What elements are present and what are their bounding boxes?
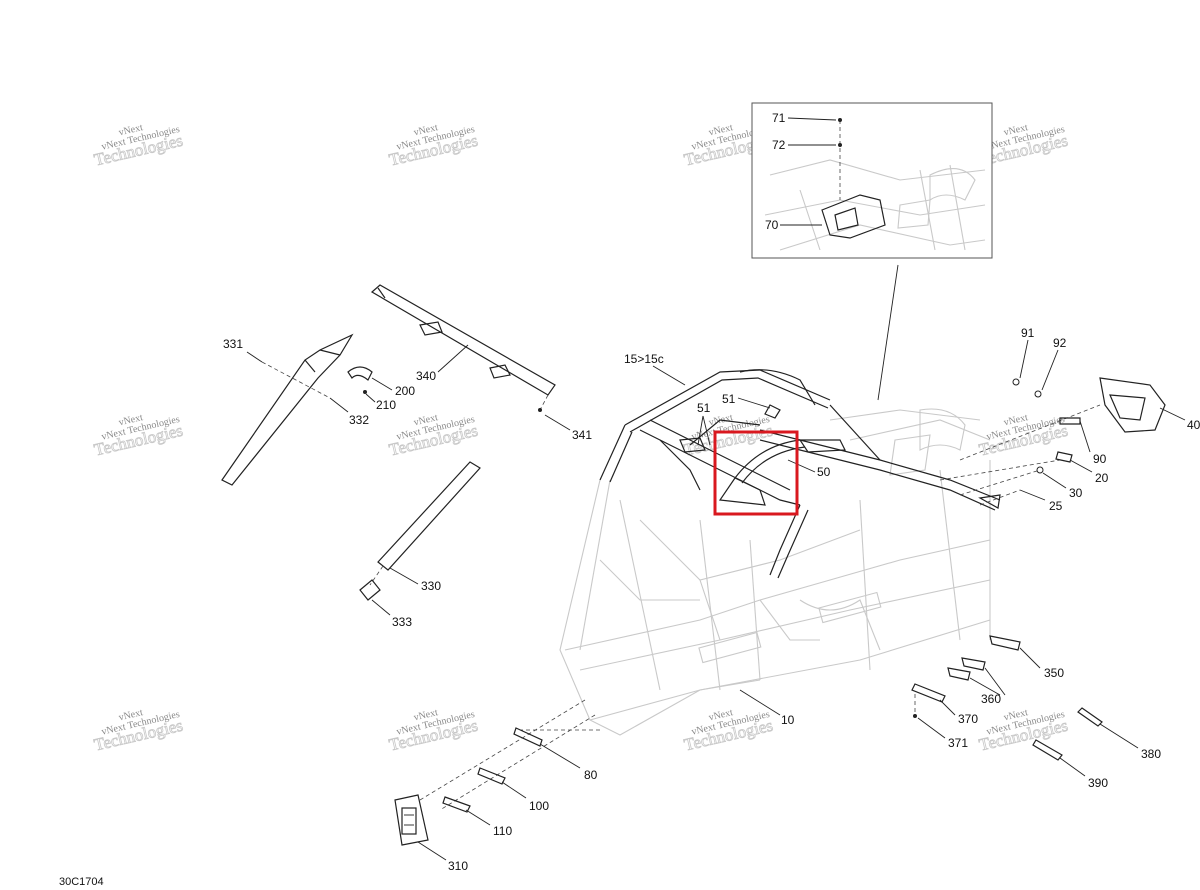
callout-330: 330 bbox=[421, 579, 441, 593]
frame-ghost bbox=[559, 408, 991, 736]
callout-210: 210 bbox=[376, 398, 396, 412]
callout-100: 100 bbox=[529, 799, 549, 813]
watermark: vNext vNext Technologies Technologies bbox=[92, 122, 185, 170]
part-380 bbox=[1077, 707, 1103, 727]
part-360 bbox=[947, 657, 986, 681]
part-370-371 bbox=[911, 683, 946, 718]
watermark: vNext vNext Technologies Technologies bbox=[92, 412, 185, 460]
callout-20: 20 bbox=[1095, 471, 1109, 485]
callout-25: 25 bbox=[1049, 499, 1063, 513]
callout-340: 340 bbox=[416, 369, 436, 383]
watermark: vNext vNext Technologies Technologies bbox=[977, 412, 1070, 460]
svg-text:vNext: vNext bbox=[118, 122, 145, 138]
part-340 bbox=[370, 284, 556, 412]
callout-200: 200 bbox=[395, 384, 415, 398]
callout-51b: 51 bbox=[697, 401, 711, 415]
callout-332: 332 bbox=[349, 413, 369, 427]
callout-341: 341 bbox=[572, 428, 592, 442]
callout-50: 50 bbox=[817, 465, 831, 479]
dashed-links-bottom bbox=[419, 699, 600, 811]
callout-91: 91 bbox=[1021, 326, 1035, 340]
drawing-code: 30C1704 bbox=[59, 876, 104, 888]
callout-80: 80 bbox=[584, 768, 598, 782]
svg-text:vNext: vNext bbox=[708, 122, 735, 138]
callout-30: 30 bbox=[1069, 486, 1083, 500]
part-331-332 bbox=[221, 333, 354, 486]
callout-90: 90 bbox=[1093, 452, 1107, 466]
part-390 bbox=[1032, 739, 1063, 761]
part-330 bbox=[359, 461, 481, 601]
part-110 bbox=[442, 796, 471, 813]
part-80 bbox=[513, 727, 543, 747]
watermark: vNext vNext Technologies Technologies bbox=[92, 707, 185, 755]
callout-70: 70 bbox=[765, 218, 779, 232]
bracket-part bbox=[821, 194, 886, 239]
callout-15: 15>15c bbox=[624, 352, 664, 366]
highlight-box-50 bbox=[713, 430, 799, 516]
svg-text:vNext: vNext bbox=[118, 707, 145, 723]
callout-110: 110 bbox=[493, 824, 512, 838]
svg-text:vNext: vNext bbox=[1003, 122, 1030, 138]
svg-text:vNext: vNext bbox=[413, 412, 440, 428]
svg-text:vNext: vNext bbox=[1003, 412, 1030, 428]
watermark: vNext vNext Technologies Technologies bbox=[387, 707, 480, 755]
callout-40: 40 bbox=[1187, 418, 1200, 432]
part-91-92 bbox=[1012, 339, 1059, 398]
watermark: vNext vNext Technologies Technologies bbox=[387, 122, 480, 170]
callout-371: 371 bbox=[948, 736, 968, 750]
svg-text:vNext: vNext bbox=[118, 412, 145, 428]
callout-390: 390 bbox=[1088, 776, 1108, 790]
watermark: vNext vNext Technologies Technologies bbox=[977, 707, 1070, 755]
svg-text:vNext: vNext bbox=[708, 707, 735, 723]
svg-text:vNext: vNext bbox=[413, 122, 440, 138]
callout-310: 310 bbox=[448, 859, 468, 873]
callout-350: 350 bbox=[1044, 666, 1064, 680]
part-350 bbox=[989, 635, 1021, 651]
callout-331: 331 bbox=[223, 337, 243, 351]
callout-51a: 51 bbox=[722, 392, 736, 406]
part-310 bbox=[394, 794, 429, 846]
callout-10: 10 bbox=[781, 713, 795, 727]
watermark: vNext vNext Technologies Technologies bbox=[387, 412, 480, 460]
part-100 bbox=[477, 767, 506, 785]
callout-92: 92 bbox=[1053, 336, 1067, 350]
roll-cage bbox=[599, 369, 1001, 579]
part-40 bbox=[1099, 377, 1166, 433]
svg-text:vNext: vNext bbox=[1003, 707, 1030, 723]
callout-71: 71 bbox=[772, 111, 786, 125]
callout-360: 360 bbox=[981, 692, 1001, 706]
detail-inset: 71 72 70 bbox=[751, 102, 993, 259]
callout-72: 72 bbox=[772, 138, 786, 152]
watermark: vNext vNext Technologies Technologies bbox=[682, 707, 775, 755]
callout-370: 370 bbox=[958, 712, 978, 726]
part-200-210 bbox=[347, 366, 373, 394]
callout-333: 333 bbox=[392, 615, 412, 629]
dashed-links-right bbox=[939, 404, 1101, 506]
svg-text:vNext: vNext bbox=[413, 707, 440, 723]
callout-380: 380 bbox=[1141, 747, 1161, 761]
